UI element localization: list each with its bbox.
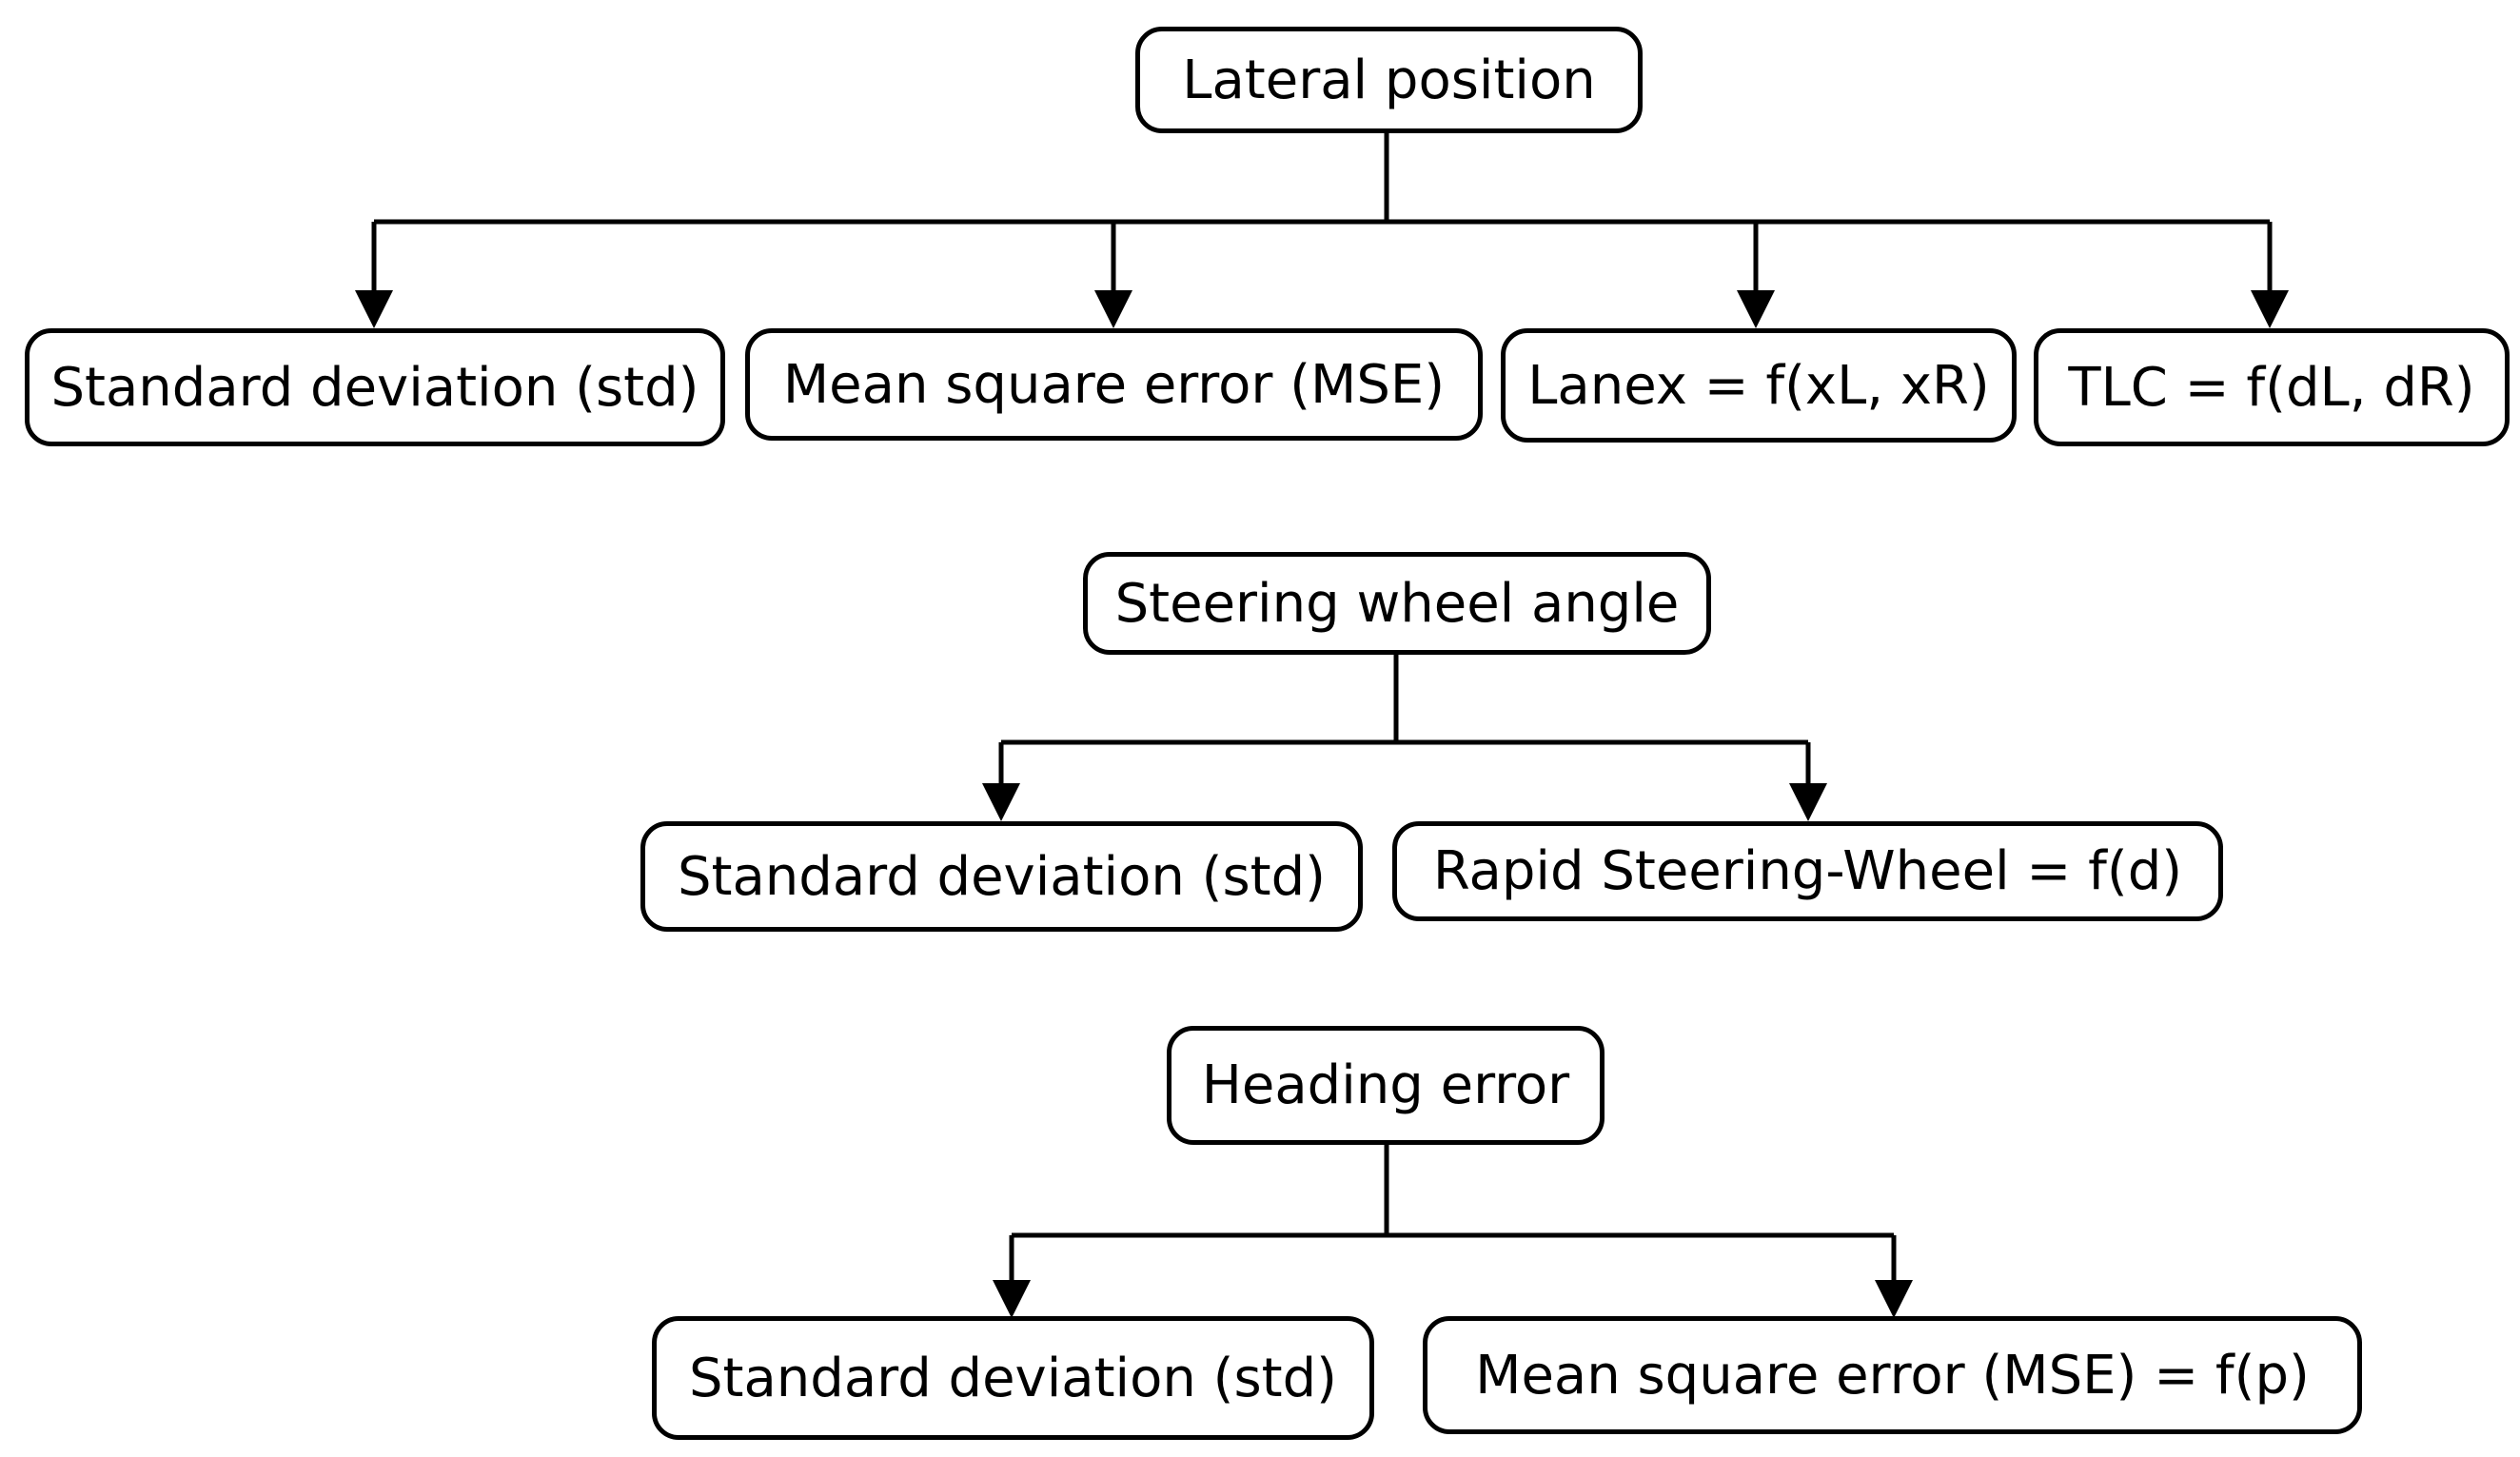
node-heading-std: Standard deviation (std) [652,1316,1374,1440]
node-lateral-mse: Mean square error (MSE) [745,328,1483,441]
heading-error-connectors [993,1145,1913,1318]
node-steering-rapid: Rapid Steering-Wheel = f(d) [1392,821,2223,921]
lateral-arrow-2 [1094,290,1132,328]
node-heading-mse: Mean square error (MSE) = f(p) [1423,1316,2362,1434]
node-steering-wheel-angle: Steering wheel angle [1083,552,1711,655]
node-lateral-std: Standard deviation (std) [25,328,725,446]
lateral-arrow-4 [2251,290,2289,328]
heading-arrow-1 [993,1280,1031,1318]
steering-wheel-connectors [982,655,1827,821]
lateral-position-connectors [355,133,2289,328]
node-heading-error: Heading error [1167,1026,1605,1145]
steering-arrow-2 [1789,783,1827,821]
steering-arrow-1 [982,783,1020,821]
node-lateral-lanex: Lanex = f(xL, xR) [1501,328,2017,443]
lateral-arrow-1 [355,290,393,328]
node-lateral-tlc: TLC = f(dL, dR) [2034,328,2510,446]
node-lateral-position: Lateral position [1135,27,1643,133]
node-steering-std: Standard deviation (std) [640,821,1363,932]
heading-arrow-2 [1875,1280,1913,1318]
lateral-arrow-3 [1737,290,1775,328]
